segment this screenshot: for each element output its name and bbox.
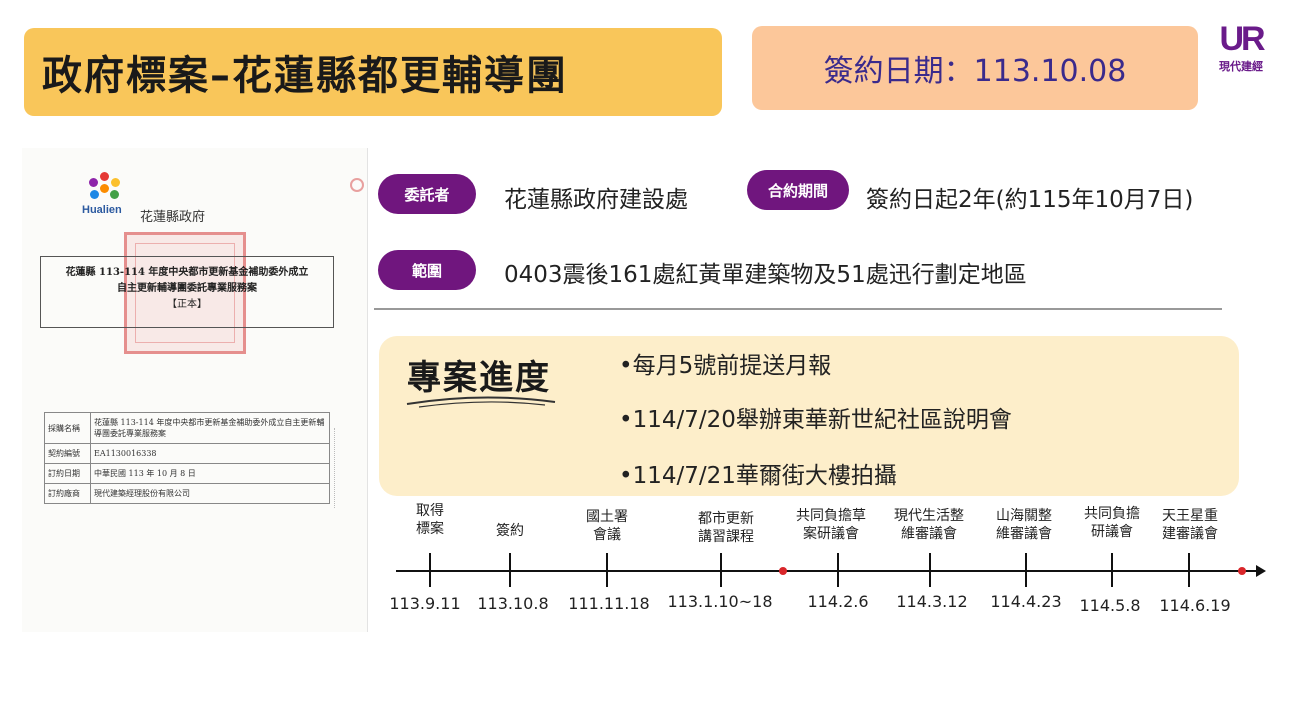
table-value: 中華民國 113 年 10 月 8 日 <box>90 463 330 484</box>
official-seal-icon <box>124 232 246 354</box>
sign-date-banner: 簽約日期：113.10.08 <box>752 26 1198 110</box>
period-pill: 合約期間 <box>747 170 849 210</box>
table-value: EA1130016338 <box>90 443 330 464</box>
logo-text: 現代建經 <box>1219 60 1263 73</box>
doc-title-line1: 花蓮縣 113-114 年度中央都市更新基金補助委外成立 <box>65 267 309 278</box>
flower-icon <box>88 172 122 204</box>
logo-mark: UR <box>1219 20 1265 58</box>
timeline-tick <box>509 553 511 587</box>
event-date: 111.11.18 <box>568 594 650 613</box>
event-label: 現代生活整 維審議會 <box>894 508 964 542</box>
event-date: 113.1.10~18 <box>667 592 773 611</box>
event-date: 114.3.12 <box>896 592 968 611</box>
event-label: 共同負擔草 案研議會 <box>796 508 866 542</box>
table-key: 採購名稱 <box>44 412 91 444</box>
event-label: 共同負擔 研議會 <box>1084 506 1140 540</box>
event-label: 天王星重 建審議會 <box>1162 508 1218 542</box>
event-date: 114.5.8 <box>1079 596 1141 615</box>
progress-bullet: •114/7/21華爾街大樓拍攝 <box>619 463 897 489</box>
progress-bullet: •114/7/20舉辦東華新世紀社區說明會 <box>619 407 1012 433</box>
timeline-tick <box>1188 553 1190 587</box>
event-date: 114.4.23 <box>990 592 1062 611</box>
timeline-tick <box>429 553 431 587</box>
timeline-tick <box>837 553 839 587</box>
timeline-dot <box>1238 567 1246 575</box>
title-banner: 政府標案–花蓮縣都更輔導團 <box>24 28 722 116</box>
underline-swoosh-icon <box>406 396 556 408</box>
client-pill: 委託者 <box>378 174 476 214</box>
event-date: 114.6.19 <box>1159 596 1231 615</box>
progress-title: 專案進度 <box>407 358 551 398</box>
contract-document-scan: Hualien 花蓮縣政府 花蓮縣 113-114 年度中央都市更新基金補助委外… <box>22 148 368 632</box>
side-marks <box>334 428 358 508</box>
table-row: 契約編號 EA1130016338 <box>44 443 330 464</box>
scope-pill: 範圍 <box>378 250 476 290</box>
client-value: 花蓮縣政府建設處 <box>504 187 688 213</box>
progress-bullet: •每月5號前提送月報 <box>619 353 832 379</box>
page-title: 政府標案–花蓮縣都更輔導團 <box>42 53 568 99</box>
stamp-mark-icon <box>350 178 364 192</box>
doc-title-line2: 自主更新輔導團委託專業服務案 <box>117 283 257 294</box>
timeline-tick <box>720 553 722 587</box>
timeline-tick <box>1111 553 1113 587</box>
timeline-tick <box>929 553 931 587</box>
table-value: 現代建築經理股份有限公司 <box>90 483 330 504</box>
table-key: 契約編號 <box>44 443 91 464</box>
arrow-right-icon <box>1256 565 1266 577</box>
gov-name: 花蓮縣政府 <box>140 210 206 225</box>
event-label: 山海關整 維審議會 <box>996 508 1052 542</box>
table-key: 訂約日期 <box>44 463 91 484</box>
doc-title-box: 花蓮縣 113-114 年度中央都市更新基金補助委外成立 自主更新輔導團委託專業… <box>40 256 334 328</box>
ur-logo-icon: UR 現代建經 <box>1208 22 1274 84</box>
event-label: 取得 標案 <box>416 503 444 537</box>
doc-info-table: 採購名稱 花蓮縣 113-114 年度中央都市更新基金補助委外成立自主更新輔導團… <box>44 412 330 504</box>
event-date: 114.2.6 <box>807 592 869 611</box>
timeline-tick <box>1025 553 1027 587</box>
divider <box>374 308 1222 310</box>
table-key: 訂約廠商 <box>44 483 91 504</box>
table-value: 花蓮縣 113-114 年度中央都市更新基金補助委外成立自主更新輔導團委託專業服… <box>90 412 330 444</box>
period-value: 簽約日起2年(約115年10月7日) <box>866 187 1194 213</box>
event-label: 都市更新 講習課程 <box>698 511 754 545</box>
timeline-tick <box>606 553 608 587</box>
progress-panel: 專案進度 •每月5號前提送月報 •114/7/20舉辦東華新世紀社區說明會 •1… <box>379 336 1239 496</box>
event-label: 簽約 <box>496 523 524 539</box>
hualien-logo: Hualien <box>82 172 130 216</box>
table-row: 訂約廠商 現代建築經理股份有限公司 <box>44 483 330 504</box>
table-row: 採購名稱 花蓮縣 113-114 年度中央都市更新基金補助委外成立自主更新輔導團… <box>44 412 330 444</box>
event-date: 113.10.8 <box>477 594 549 613</box>
doc-title-line3: 【正本】 <box>167 299 207 310</box>
timeline-dot <box>779 567 787 575</box>
sign-date: 簽約日期：113.10.08 <box>823 54 1127 89</box>
scope-value: 0403震後161處紅黃單建築物及51處迅行劃定地區 <box>504 262 1027 288</box>
hualien-name: Hualien <box>82 204 122 216</box>
timeline-axis <box>396 570 1258 572</box>
event-date: 113.9.11 <box>389 594 461 613</box>
event-label: 國土署 會議 <box>586 509 628 543</box>
table-row: 訂約日期 中華民國 113 年 10 月 8 日 <box>44 463 330 484</box>
